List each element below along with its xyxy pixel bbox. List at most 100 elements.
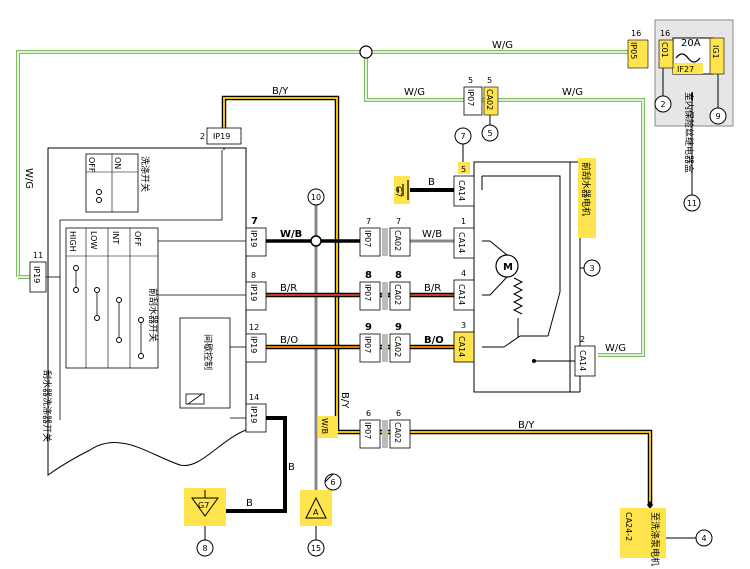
conn-ip19-left: IP19 — [32, 266, 41, 283]
wire-wg-ca02 — [364, 52, 645, 357]
callout-2-text: 2 — [660, 100, 665, 109]
callout-2 — [654, 95, 672, 113]
callout-10 — [307, 188, 325, 206]
washer-switch-name: 洗涤开关 — [139, 156, 151, 192]
callout-11-text: 11 — [687, 199, 697, 208]
label-wg-mid1: W/G — [404, 87, 425, 98]
pos-low: LOW — [89, 231, 98, 249]
label-b-top: B — [428, 177, 435, 188]
svg-text:CA02: CA02 — [393, 284, 402, 305]
switch-internal-wiring — [46, 150, 246, 420]
conn-ip07-top: IP07 — [466, 89, 475, 106]
pin-ip07-top: 5 — [468, 76, 473, 85]
callout-10-text: 10 — [311, 193, 321, 202]
motor-letter: M — [503, 262, 513, 273]
svg-text:12: 12 — [249, 323, 259, 332]
pin-ca02-top: 5 — [487, 76, 492, 85]
conn-ip19-14: IP19 14 — [245, 393, 267, 433]
pin-c01-16: 16 — [660, 29, 670, 38]
conn-ip05: IP05 — [629, 42, 638, 59]
splice-wb — [310, 235, 322, 247]
conn-ca14-5: CA14 — [578, 350, 587, 371]
pin-ip19-11: 11 — [33, 251, 43, 260]
washer-on: ON — [113, 157, 122, 169]
label-wb-right: W/B — [422, 229, 442, 240]
svg-text:7: 7 — [396, 217, 401, 226]
pin-ip19-2: 2 — [200, 132, 205, 141]
svg-text:IP07: IP07 — [363, 422, 372, 439]
intermittent-box — [179, 317, 231, 409]
svg-text:8: 8 — [395, 270, 402, 281]
label-by-top: B/Y — [272, 86, 289, 97]
fuse-symbol — [675, 53, 701, 63]
svg-text:IP07: IP07 — [363, 336, 372, 353]
pin-ca14-4: 4 — [461, 269, 466, 278]
pin-ip05-16: 16 — [631, 29, 641, 38]
switch-contacts — [73, 265, 144, 359]
label-wg-left: W/G — [23, 168, 34, 189]
pin-ca14-1: 1 — [461, 217, 466, 226]
conn-ca14-4: CA14 — [457, 336, 466, 357]
label-b-bottom: B — [246, 498, 253, 509]
svg-text:14: 14 — [249, 393, 259, 402]
pos-high: HIGH — [68, 231, 77, 252]
conn-ip19-top: IP19 — [213, 132, 230, 141]
label-wb-vert: W/B — [320, 418, 329, 434]
svg-text:7: 7 — [366, 217, 371, 226]
fuse-rating: 20A — [681, 38, 701, 49]
callout-8-text: 8 — [202, 544, 207, 553]
fuse-box-name: 室内保险丝继电器盒 — [683, 92, 695, 173]
svg-text:6: 6 — [396, 409, 401, 418]
svg-text:6: 6 — [366, 409, 371, 418]
svg-text:CA02: CA02 — [393, 230, 402, 251]
conn-ca02-top: CA02 — [485, 89, 494, 110]
callout-11 — [683, 194, 701, 212]
combo-switch-body — [47, 147, 247, 476]
conn-pair-6: IP07 CA02 6 6 — [359, 409, 411, 449]
conn-pair-9: IP07 CA02 9 9 — [359, 322, 411, 363]
conn-ip19-7: IP19 7 — [245, 216, 267, 257]
svg-text:CA02: CA02 — [393, 336, 402, 357]
label-br-left: B/R — [280, 283, 297, 294]
wire-by — [221, 95, 653, 505]
label-wg-top: W/G — [492, 40, 513, 51]
pin-ca14-3: 3 — [461, 321, 466, 330]
callout-7-text: 7 — [460, 132, 465, 141]
conn-pair-7: IP07 CA02 7 7 — [359, 217, 411, 257]
label-b-bottom-vert: B — [288, 462, 295, 473]
svg-text:9: 9 — [395, 322, 402, 333]
label-wb-left: W/B — [280, 229, 302, 240]
svg-text:IP19: IP19 — [249, 406, 258, 423]
callout-9 — [709, 107, 727, 125]
conn-ip19-8: IP19 8 — [245, 271, 267, 311]
callout-4-text: 4 — [701, 534, 706, 543]
conn-pair-8: IP07 CA02 8 8 — [359, 270, 411, 311]
label-wg-right: W/G — [605, 343, 626, 354]
svg-text:8: 8 — [251, 271, 256, 280]
callout-15 — [307, 539, 325, 557]
callout-6-text: 6 — [330, 478, 335, 487]
svg-text:8: 8 — [365, 270, 372, 281]
fuse-id: IF27 — [677, 65, 694, 74]
callout-3-text: 3 — [589, 264, 594, 273]
conn-ca14-2: CA14 — [457, 232, 466, 253]
conn-ca14-1: CA14 — [457, 180, 466, 201]
ground-g7-bottom: G7 — [184, 488, 226, 526]
wire-b-ground-bottom — [226, 416, 287, 513]
callout-5 — [481, 124, 499, 142]
combo-switch-name: 刮水器洗涤器开关 — [41, 370, 53, 442]
wiper-motor-name: 前刮水器电机 — [580, 162, 592, 216]
wiper-motor-box — [473, 161, 571, 393]
label-br-right: B/R — [424, 283, 441, 294]
ground-g7-top: G7 — [394, 176, 410, 204]
label-by-bottom: B/Y — [518, 420, 535, 431]
svg-text:IP19: IP19 — [249, 230, 258, 247]
label-by-vert: B/Y — [339, 392, 350, 409]
conn-ca24: CA24-2 — [624, 512, 633, 541]
svg-text:IP19: IP19 — [249, 284, 258, 301]
svg-text:9: 9 — [365, 322, 372, 333]
wire-wg-top — [16, 50, 628, 277]
wiper-switch-name: 前刮水器开关 — [147, 288, 159, 342]
conn-ip19-12: IP19 12 — [245, 323, 267, 363]
label-bo-right: B/O — [424, 335, 444, 346]
